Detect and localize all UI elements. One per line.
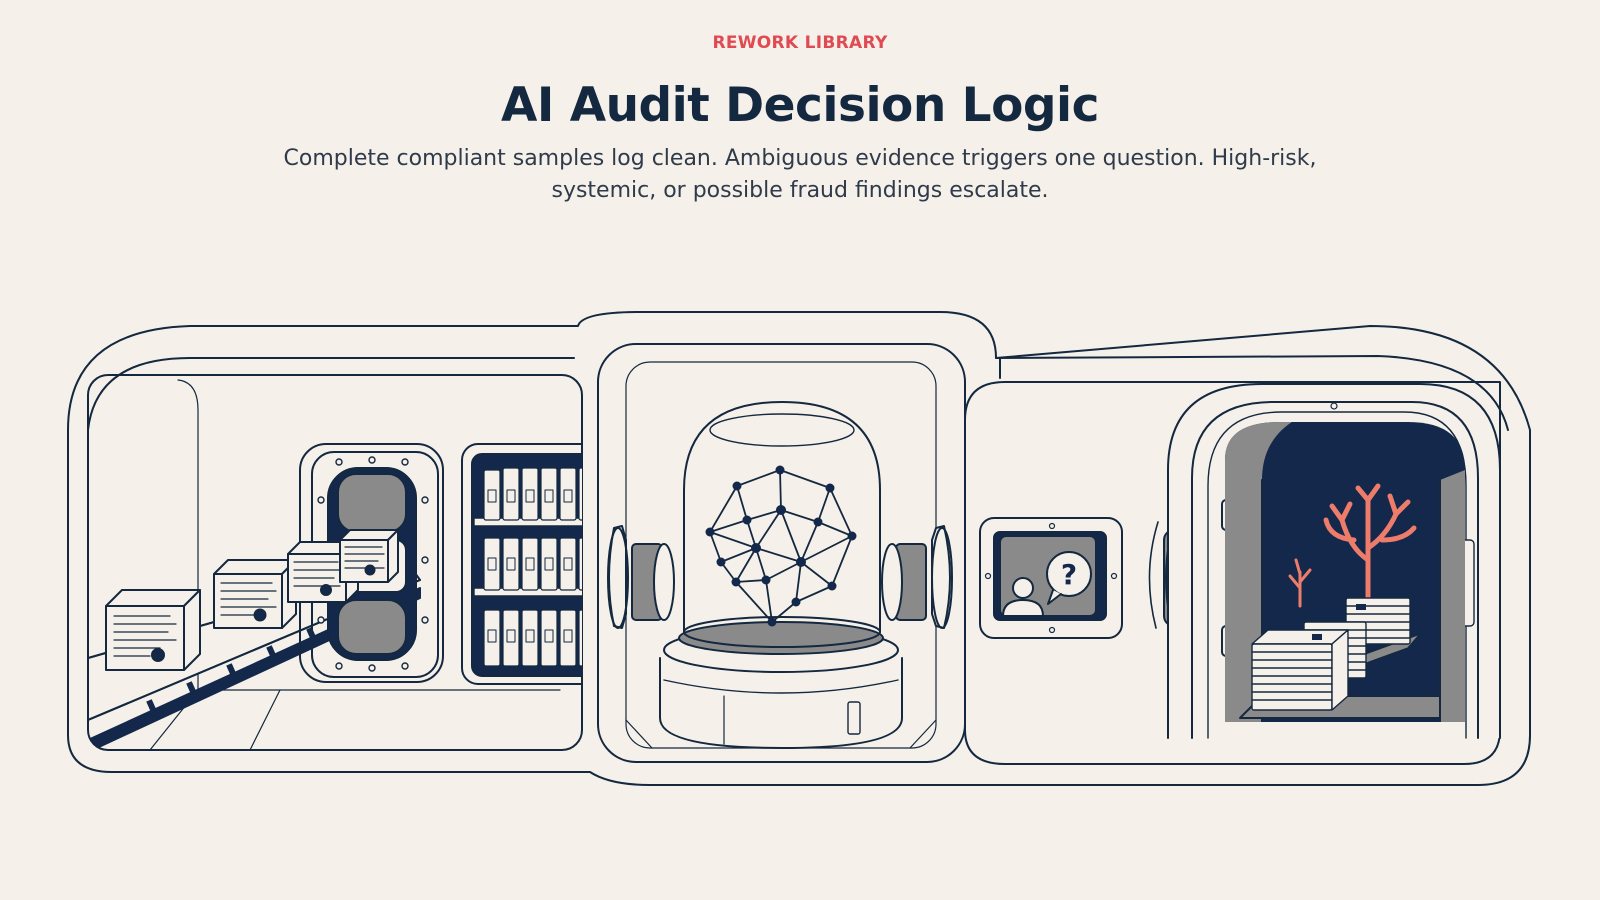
person-silhouette-icon	[1002, 577, 1044, 617]
question-monitor	[979, 517, 1123, 639]
clean-log-module	[87, 374, 583, 751]
ai-brain-module	[597, 343, 966, 763]
pedestal	[659, 621, 903, 749]
outer-housing	[67, 311, 1531, 786]
vault-door	[1167, 383, 1501, 739]
binder-cabinet	[461, 443, 582, 685]
left-connector	[607, 525, 675, 629]
question-mark-glyph: ?	[1061, 558, 1077, 591]
eyebrow-label: REWORK LIBRARY	[712, 33, 888, 53]
glass-dome	[683, 401, 881, 648]
page-title: AI Audit Decision Logic	[500, 78, 1100, 133]
neural-network-icon	[705, 465, 857, 627]
coral-tree-icon	[1288, 483, 1417, 608]
right-connector	[881, 525, 953, 629]
question-bubble-icon	[1046, 551, 1092, 605]
escalated-paper-stacks	[1251, 597, 1421, 711]
page-subtitle: Complete compliant samples log clean. Am…	[283, 146, 1317, 203]
escalation-module	[964, 381, 1501, 765]
document-box-icon	[105, 529, 399, 671]
